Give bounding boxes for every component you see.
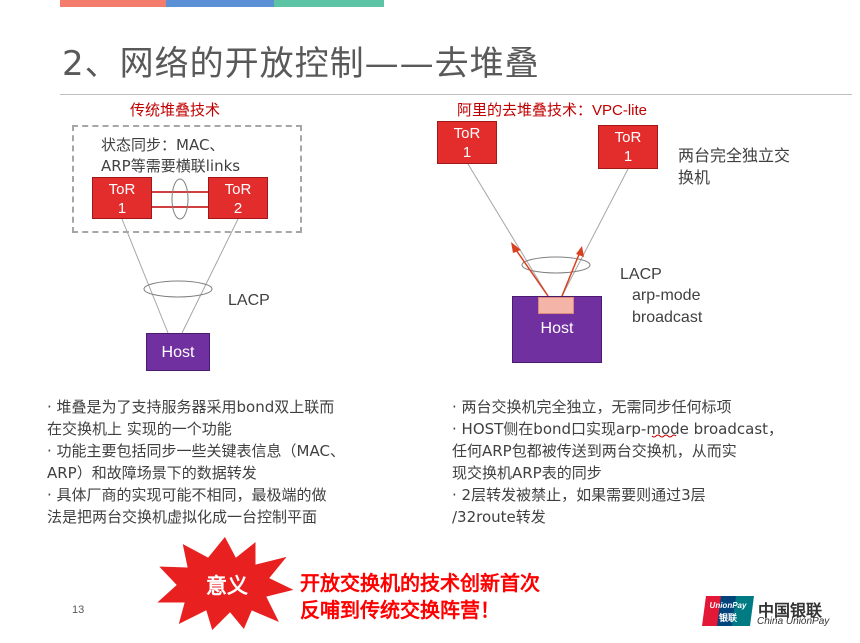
unionpay-logo: UnionPay 银联 xyxy=(702,596,754,626)
significance-callout: 开放交换机的技术创新首次 反哺到传统交换阵营！ xyxy=(300,570,540,624)
right-tor-2-num: 1 xyxy=(623,148,633,165)
right-bullet-list: · 两台交换机完全独立，无需同步任何标项 · HOST侧在bond口实现arp-… xyxy=(452,396,783,528)
right-tor-1-num: 1 xyxy=(462,144,472,161)
right-heading-cn: 阿里的去堆叠技术： xyxy=(457,101,593,119)
left-heading: 传统堆叠技术 xyxy=(130,101,221,119)
left-bullet-list: · 堆叠是为了支持服务器采用bond双上联而 在交换机上 实现的一个功能 · 功… xyxy=(47,396,345,528)
left-bullet-line-5: · 具体厂商的实现可能不相同，最极端的做 xyxy=(47,486,327,504)
right-heading-en: VPC-lite xyxy=(592,102,648,119)
right-heading: 阿里的去堆叠技术：VPC-lite xyxy=(457,99,647,120)
left-bullet-line-3: · 功能主要包括同步一些关键表信息（MAC、 xyxy=(47,442,345,460)
left-bullet-line-6: 法是把两台交换机虚拟化成一台控制平面 xyxy=(47,508,318,526)
top-bar-teal xyxy=(274,0,384,7)
arp-arrow-right-shaft xyxy=(561,251,581,297)
callout-line-1: 开放交换机的技术创新首次 xyxy=(300,571,540,595)
sync-note-line2: ARP等需要横联links xyxy=(101,157,241,175)
arp-arrow-left-shaft xyxy=(513,246,549,297)
left-lacp-ellipse xyxy=(143,280,213,298)
left-tor-1-name: ToR xyxy=(108,181,136,198)
significance-burst: 意义 xyxy=(154,535,297,632)
left-uplink-2 xyxy=(181,218,239,334)
sync-note-line1: 状态同步：MAC、 xyxy=(101,136,225,154)
right-lacp-ellipse xyxy=(521,256,591,274)
crosslink-bundle-ellipse xyxy=(171,178,189,220)
right-uplink-2 xyxy=(561,168,629,297)
spellcheck-squiggle xyxy=(651,434,677,438)
arp-arrow-left-head xyxy=(511,242,521,253)
unionpay-en: China UnionPay xyxy=(757,616,830,627)
left-bullet-line-4: ARP）和故障场景下的数据转发 xyxy=(47,464,257,482)
right-bullet-line-3: 任何ARP包都被传送到两台交换机，从而实 xyxy=(452,442,737,460)
right-host-label: Host xyxy=(540,320,574,337)
top-bar-coral xyxy=(60,0,166,7)
right-tor-2: ToR 1 xyxy=(598,125,658,169)
right-tor-1-name: ToR xyxy=(453,125,481,142)
burst-shape xyxy=(154,535,297,632)
right-tor-2-name: ToR xyxy=(614,129,642,146)
right-bullet-line-6: /32route转发 xyxy=(452,508,546,526)
left-tor-2-num: 2 xyxy=(233,200,243,217)
burst-label: 意义 xyxy=(206,574,248,598)
left-tor-1: ToR 1 xyxy=(92,177,152,219)
bond-port xyxy=(538,297,574,314)
right-bullet-line-1: · 两台交换机完全独立，无需同步任何标项 xyxy=(452,398,732,416)
stack-dashed-box xyxy=(72,125,302,233)
left-lacp-label: LACP xyxy=(228,292,270,309)
left-tor-1-num: 1 xyxy=(117,200,127,217)
arp-mode-label-line2: broadcast xyxy=(632,309,703,326)
callout-line-2: 反哺到传统交换阵营！ xyxy=(300,598,500,622)
left-uplink-1 xyxy=(121,218,169,334)
arp-mode-label-line1: arp-mode xyxy=(632,287,701,304)
svg-text:银联: 银联 xyxy=(719,612,738,624)
unionpay-cn: 中国银联 xyxy=(758,601,823,620)
top-bar-blue xyxy=(166,0,274,7)
arp-arrow-right-head xyxy=(576,246,584,257)
right-lacp-label: LACP xyxy=(620,266,662,283)
left-host: Host xyxy=(146,333,210,371)
left-tor-2-name: ToR xyxy=(224,181,252,198)
right-bullet-line-5: · 2层转发被禁止，如果需要则通过3层 xyxy=(452,486,706,504)
right-uplink-1 xyxy=(467,163,549,297)
left-bullet-line-2: 在交换机上 实现的一个功能 xyxy=(47,420,232,438)
right-bullet-line-4: 现交换机ARP表的同步 xyxy=(452,464,602,482)
right-host: Host xyxy=(512,296,602,363)
independent-note-line1: 两台完全独立交 xyxy=(678,146,791,165)
right-bullet-line-2: · HOST侧在bond口实现arp-mode broadcast， xyxy=(452,420,784,438)
slide-title: 2、网络的开放控制——去堆叠 xyxy=(62,44,540,84)
left-tor-2: ToR 2 xyxy=(208,177,268,219)
independent-note-line2: 换机 xyxy=(678,168,711,187)
page-number: 13 xyxy=(72,604,85,616)
right-tor-1: ToR 1 xyxy=(437,121,497,164)
left-bullet-line-1: · 堆叠是为了支持服务器采用bond双上联而 xyxy=(47,398,335,416)
svg-text:UnionPay: UnionPay xyxy=(710,601,747,610)
title-divider xyxy=(60,94,852,95)
